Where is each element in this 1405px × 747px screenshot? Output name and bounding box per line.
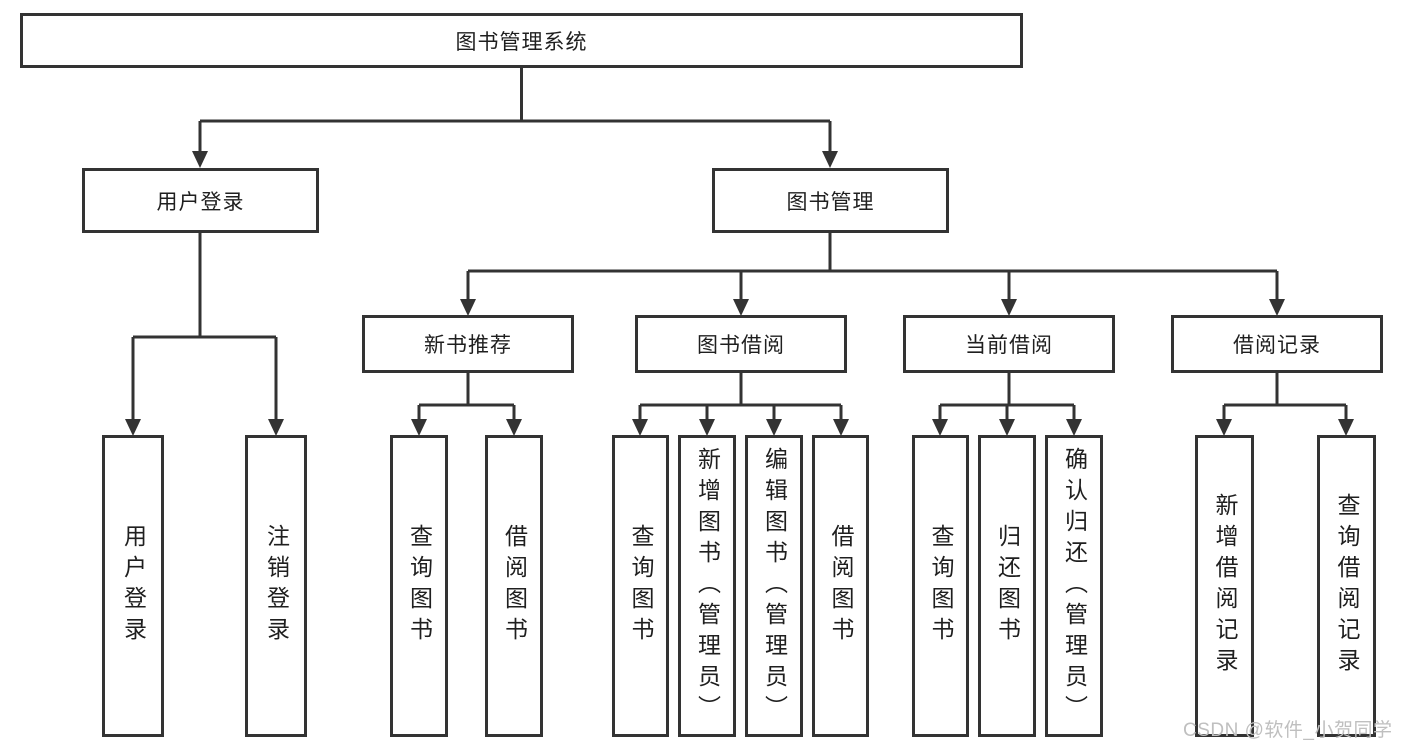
leaf-cb-confirm-return-admin: 确认归还（管理员） <box>1045 435 1103 737</box>
arrowhead-br-add <box>1216 419 1232 436</box>
arrowhead-curborrow <box>1001 299 1017 316</box>
leaf-logout: 注销登录 <box>245 435 307 737</box>
leaf-user-login: 用户登录 <box>102 435 164 737</box>
leaf-bb-edit-books-admin: 编辑图书（管理员） <box>745 435 803 737</box>
arrowhead-cb-return <box>999 419 1015 436</box>
leaf-nbr-query-books: 查询图书 <box>390 435 448 737</box>
arrowhead-bb-query <box>632 419 648 436</box>
node-system-root: 图书管理系统 <box>20 13 1023 68</box>
arrowhead-bb-edit <box>766 419 782 436</box>
node-book-management: 图书管理 <box>712 168 949 233</box>
arrowhead-nbr-borrow <box>506 419 522 436</box>
arrowhead-nbr-query <box>411 419 427 436</box>
leaf-cb-return-books: 归还图书 <box>978 435 1036 737</box>
node-book-borrowing: 图书借阅 <box>635 315 847 373</box>
leaf-br-add-record: 新增借阅记录 <box>1195 435 1254 737</box>
arrowhead-borrowrec <box>1269 299 1285 316</box>
arrowhead-bb-add <box>699 419 715 436</box>
leaf-bb-borrow-books: 借阅图书 <box>812 435 869 737</box>
node-current-borrowing: 当前借阅 <box>903 315 1115 373</box>
leaf-bb-add-books-admin: 新增图书（管理员） <box>678 435 736 737</box>
arrowhead-leaf-logout <box>268 419 284 436</box>
node-new-book-recommendation: 新书推荐 <box>362 315 574 373</box>
arrowhead-leaf-userlogin <box>125 419 141 436</box>
csdn-watermark: CSDN @软件_小贺同学 <box>1183 720 1393 741</box>
leaf-br-query-record: 查询借阅记录 <box>1317 435 1376 737</box>
arrowhead-cb-query <box>932 419 948 436</box>
arrowhead-bookborrow <box>733 299 749 316</box>
leaf-cb-query-books: 查询图书 <box>912 435 969 737</box>
leaf-bb-query-books: 查询图书 <box>612 435 669 737</box>
arrowhead-newbook <box>460 299 476 316</box>
arrowhead-bb-borrow <box>833 419 849 436</box>
node-user-login: 用户登录 <box>82 168 319 233</box>
node-borrowing-records: 借阅记录 <box>1171 315 1383 373</box>
arrowhead-br-query <box>1338 419 1354 436</box>
leaf-nbr-borrow-books: 借阅图书 <box>485 435 543 737</box>
arrowhead-bookmgmt <box>822 151 838 168</box>
arrowhead-cb-confirm <box>1066 419 1082 436</box>
arrowhead-userlogin <box>192 151 208 168</box>
